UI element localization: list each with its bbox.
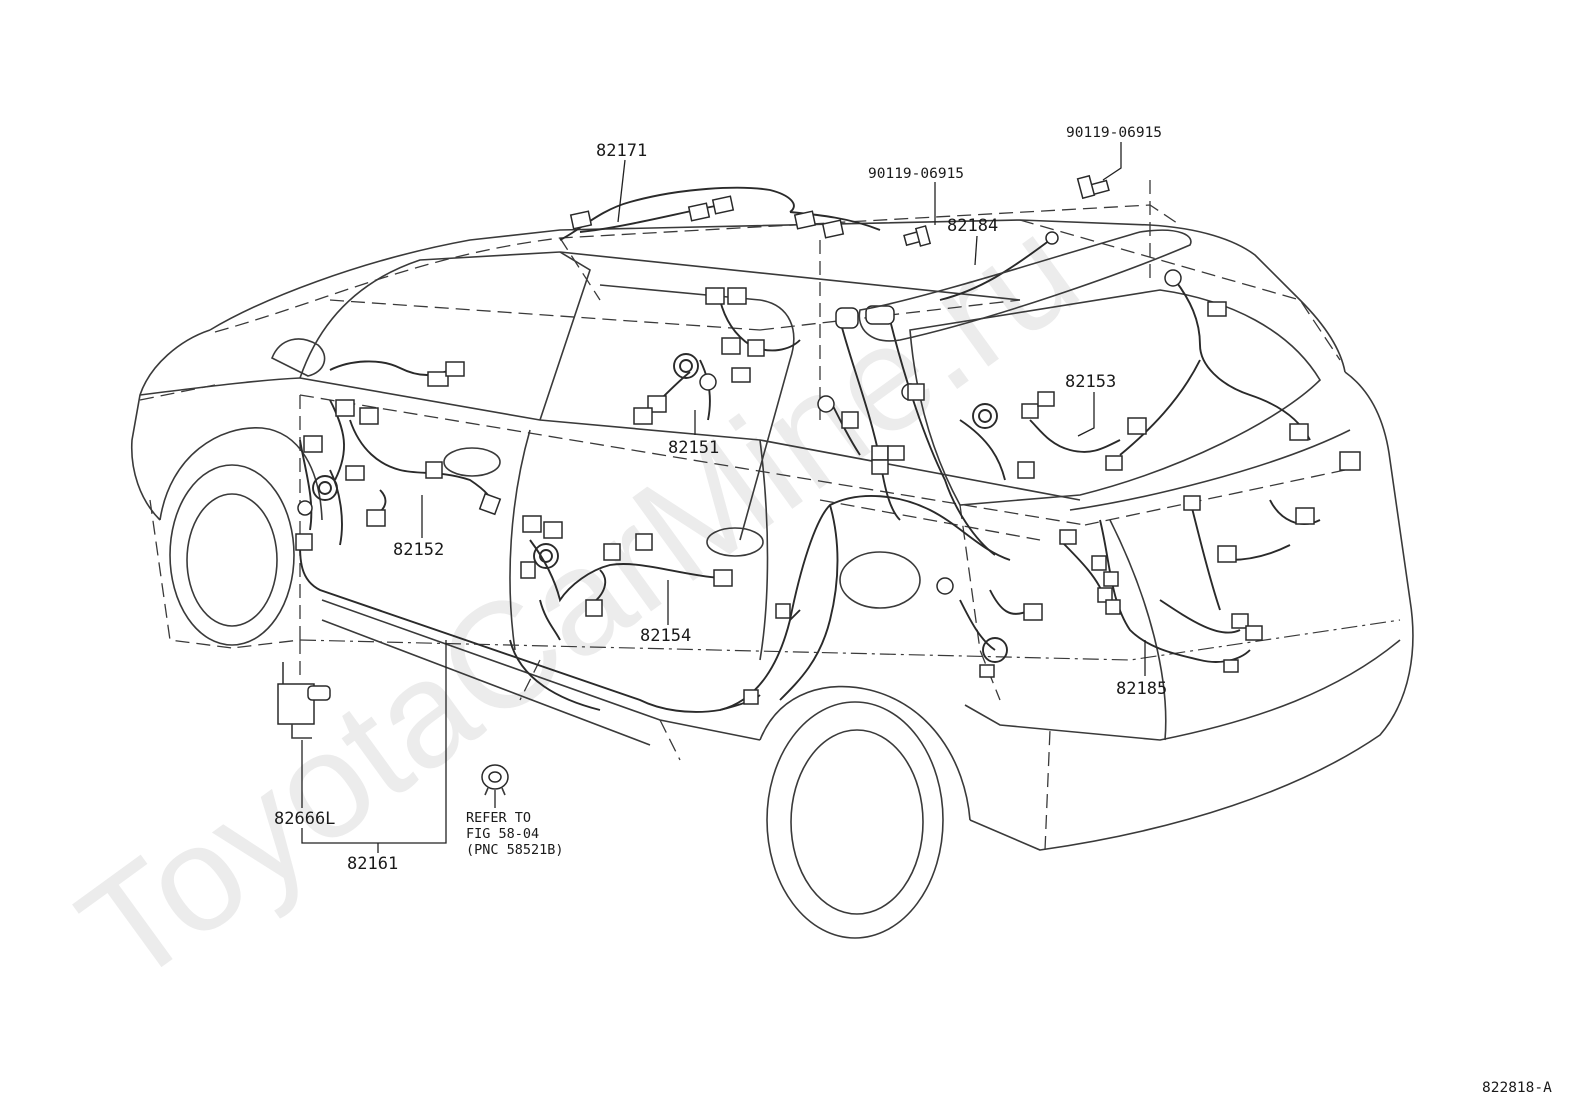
label-82666L: 82666L [274, 809, 335, 829]
bolt-icon [903, 225, 932, 247]
roof-harness [559, 186, 881, 241]
rear-door-harness [520, 515, 733, 641]
label-82151: 82151 [668, 438, 719, 458]
spoiler-harness-82184 [858, 229, 1192, 342]
sensor-82666L-icon [277, 662, 331, 739]
refer-note-line2: FIG 58-04 [466, 826, 539, 842]
label-82152: 82152 [393, 540, 444, 560]
label-82154: 82154 [640, 626, 691, 646]
part-labels: 82171 90119-06915 90119-06915 82184 8215… [274, 125, 1552, 1096]
label-82171: 82171 [596, 141, 647, 161]
label-82184: 82184 [947, 216, 998, 236]
refer-note-line3: (PNC 58521B) [466, 842, 564, 858]
back-door-harness-82153 [907, 269, 1361, 481]
quarter-harness-82151 [633, 287, 801, 425]
front-door-harness [295, 399, 502, 551]
label-82161: 82161 [347, 854, 398, 874]
figure-code: 822818-A [1482, 1080, 1552, 1096]
clip-icon [481, 764, 509, 796]
label-82153: 82153 [1065, 372, 1116, 392]
rear-floor-harness-82185 [743, 495, 1321, 705]
label-90119-06915-b: 90119-06915 [1066, 125, 1162, 141]
refer-note-line1: REFER TO [466, 810, 531, 826]
front-header-harness [329, 360, 465, 387]
pillar-harness [817, 305, 996, 556]
leader-lines [301, 142, 1146, 853]
bolt-icon [1076, 174, 1110, 200]
label-90119-06915-a: 90119-06915 [868, 166, 964, 182]
label-82185: 82185 [1116, 679, 1167, 699]
